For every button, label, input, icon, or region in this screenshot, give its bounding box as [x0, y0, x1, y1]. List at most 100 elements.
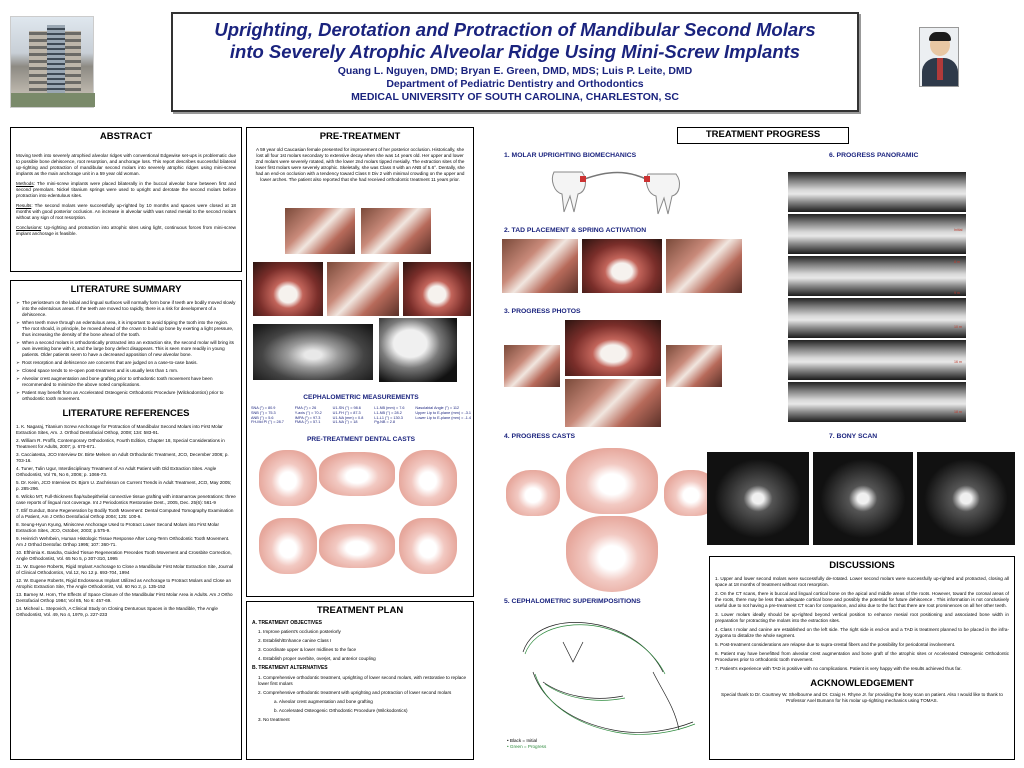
discussions-box: DISCUSSIONS 1. Upper and lower second mo… — [709, 556, 1015, 760]
section-label: 3. PROGRESS PHOTOS — [504, 308, 581, 315]
cast-lower-left — [399, 518, 457, 574]
panoramic-xray — [788, 298, 966, 338]
list-item: 2. On the CT scans, there is buccal and … — [715, 591, 1009, 608]
panoramic-xray — [788, 382, 966, 422]
list-item: 10. Efthimia K. Basdra, Guided Tissue Re… — [16, 550, 232, 561]
intraoral-photo-upper — [253, 262, 323, 316]
pano-label: 16 m — [954, 360, 962, 364]
ct-scan-3 — [917, 452, 1015, 545]
molar-biomechanics-diagram — [551, 171, 680, 215]
ceph-value: FMA (°) = 26 — [294, 406, 317, 410]
progress-cast-lower — [566, 516, 658, 592]
list-item: 5. Post-treatment considerations are rel… — [715, 642, 956, 647]
pano-label: 18 m — [954, 410, 962, 414]
abstract-conclusions: Conclusions: Up-righting and protraction… — [16, 225, 236, 237]
list-item: 6. Patient may have benefitted from alve… — [715, 651, 1009, 662]
ceph-value: FH-Md Pl (°) = 28.7 — [251, 420, 284, 425]
section-label: 2. TAD PLACEMENT & SPRING ACTIVATION — [504, 227, 647, 234]
intraoral-photo-frontal — [327, 262, 399, 316]
ceph-col: Nasolabial Angle (°) = 112 Upper Lip to … — [415, 406, 471, 425]
discussions-title: DISCUSSIONS — [829, 560, 895, 571]
ceph-superimposition-tracing — [522, 622, 696, 735]
treatment-plan-box: TREATMENT PLAN A. TREATMENT OBJECTIVES 1… — [246, 601, 474, 760]
ceph-value: U1-FH (°) = 87.3 — [332, 410, 361, 415]
treatment-progress-title: TREATMENT PROGRESS — [705, 129, 821, 140]
progress-photo-frontal — [565, 379, 661, 427]
lateral-ceph-xray — [379, 318, 457, 382]
cast-upper-left — [399, 450, 457, 506]
list-item: 2. Establish/Enhance canine Class I — [258, 638, 332, 644]
pano-label: 9 m — [954, 291, 960, 295]
conclusions-label: Conclusions — [16, 225, 42, 230]
alternatives-list: 1. Comprehensive orthodontic treatment, … — [258, 675, 468, 723]
list-item: 4. Tuner, Tulin Ugur, Interdisciplinary … — [16, 466, 217, 477]
list-item: 6. Wilcko MT, Full-thickness flap/subepi… — [16, 494, 236, 505]
progress-photo-left — [666, 345, 722, 387]
list-item: 2. William R. Proffit, Contemporary Orth… — [16, 438, 225, 449]
list-item: 3. Cacciatesta, JCO Interview Dr. Birte … — [16, 452, 229, 463]
author-portrait — [919, 27, 959, 87]
treatment-plan-title: TREATMENT PLAN — [316, 605, 404, 616]
ceph-value: SNA (°) = 80.9 — [251, 406, 276, 410]
literature-box: LITERATURE SUMMARY The periosteum on the… — [10, 280, 242, 760]
abstract-methods: Methods: The mini-screw implants were pl… — [16, 181, 236, 199]
literature-summary-list: The periosteum on the labial and lingual… — [16, 300, 236, 402]
abstract-box: ABSTRACT Moving teeth into severely atro… — [10, 127, 242, 272]
ceph-col: FMA (°) = 26 Y-axis (°) = 70.2 IMPA (°) … — [295, 406, 322, 425]
objectives-heading: A. TREATMENT OBJECTIVES — [252, 620, 322, 626]
ceph-value: FMIA (°) = 57.1 — [294, 420, 321, 425]
cast-lower-right — [259, 518, 317, 574]
abstract-title: ABSTRACT — [99, 131, 153, 142]
ct-scan-1 — [707, 452, 809, 545]
treatment-progress-title-box: TREATMENT PROGRESS — [677, 127, 849, 144]
pano-label: 10 m — [954, 325, 962, 329]
list-item: 7. Patient's experience with TAD is posi… — [715, 666, 962, 671]
discussions-list: 1. Upper and lower second molars were su… — [715, 576, 1009, 672]
list-item: The periosteum on the labial and lingual… — [16, 300, 236, 318]
department: Department of Pediatric Dentistry and Or… — [386, 78, 644, 90]
ceph-col: L1-NB (mm) = 7.6 L1-NB (°) = 28.2 L1-L1 … — [374, 406, 404, 425]
list-item: 12. W. Eugene Roberts, Rigid Endosseous … — [16, 578, 231, 589]
ceph-value: Pg-NB = 2.8 — [374, 420, 396, 425]
list-item: 3. Coordinate upper & lower midlines to … — [258, 647, 357, 653]
ceph-value: SNB (°) = 75.3 — [251, 410, 276, 415]
list-item: a. Alveolar crest augmentation and bone … — [274, 698, 373, 704]
section-label: 7. BONY SCAN — [829, 433, 878, 440]
literature-references-title: LITERATURE REFERENCES — [62, 408, 190, 419]
list-item: 3. No treatment — [258, 716, 290, 722]
list-item: 11. W. Eugene Roberts, Rigid Implant Anc… — [16, 564, 234, 575]
acknowledgement-text: Special thank to Dr. Courtney W. Shelbou… — [721, 692, 1003, 703]
legend-initial: • Black = Initial — [507, 738, 538, 743]
list-item: 8. Seung-Hyun Kyung, Miniscrew Anchorage… — [16, 522, 219, 533]
progress-photo-right — [504, 345, 560, 387]
list-item: 4. Class I molar and canine are establis… — [715, 627, 1009, 638]
panoramic-xray — [788, 256, 966, 296]
section-label: 1. MOLAR UPRIGHTING BIOMECHANICS — [504, 152, 637, 159]
pretreatment-text: A 59 year old Caucasian female presented… — [255, 147, 465, 182]
pretreatment-box: PRE-TREATMENT A 59 year old Caucasian fe… — [246, 127, 474, 597]
casts-title: PRE-TREATMENT DENTAL CASTS — [306, 436, 416, 443]
ceph-value: U1-SN (°) = 98.6 — [332, 406, 361, 410]
tad-photo-2 — [582, 239, 662, 293]
legend-progress: • Green = Progress — [507, 743, 547, 749]
ceph-value: Lower Lip to E-plane (mm) = -1.4 — [415, 415, 471, 420]
progress-photo-upper — [565, 320, 661, 376]
results-text: : The second molars were successfully up… — [16, 203, 236, 220]
list-item: Patient may benefit from an Accelerated … — [16, 390, 236, 402]
cast-frontal-1 — [319, 452, 395, 496]
pano-label: 8 m — [954, 260, 960, 264]
abstract-intro: Moving teeth into severely atrophied alv… — [16, 153, 236, 176]
ceph-value: Nasolabial Angle (°) = 112 — [415, 406, 460, 410]
section-label: 5. CEPHALOMETRIC SUPERIMPOSITIONS — [504, 598, 641, 605]
panoramic-series: Initial 8 m 9 m 10 m 16 m 18 m — [788, 172, 966, 422]
list-item: b. Accelerated Osteogenic Orthodontic Pr… — [274, 707, 408, 713]
ceph-col: U1-SN (°) = 98.6 U1-FH (°) = 87.3 U1-NA … — [333, 406, 364, 425]
section-label: 6. PROGRESS PANORAMIC — [829, 152, 919, 159]
references-list: 1. K. Nagaraj, Titanium Screw Anchorage … — [16, 424, 236, 618]
cast-upper-right — [259, 450, 317, 506]
superimposition-legend: • Black = Initial • Green = Progress — [507, 738, 546, 749]
list-item: 2. Comprehensive orthodontic treatment w… — [258, 689, 452, 695]
list-item: When teeth move through an edentulous ar… — [16, 320, 236, 338]
literature-summary-title: LITERATURE SUMMARY — [70, 284, 182, 295]
building-photo — [10, 16, 95, 108]
